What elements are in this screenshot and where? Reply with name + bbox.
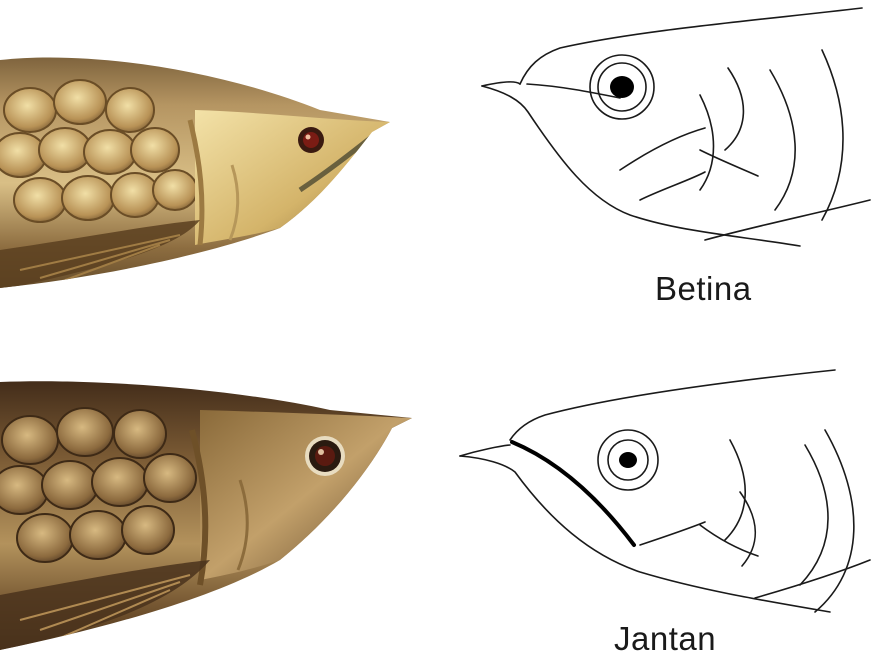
female-fish-photo [0,40,400,300]
male-sketch-eye [598,430,658,490]
male-sketch-lip-line [512,442,634,545]
male-eye [305,436,345,476]
female-sketch-eye [590,55,654,119]
male-label: Jantan [614,620,716,658]
female-sketch-jaw [482,86,800,246]
male-sketch-gill4 [815,430,854,612]
female-body [0,40,400,300]
male-sketch-gill3 [800,445,828,585]
male-sketch-jaw [460,456,830,612]
female-eye [298,127,324,153]
female-sketch-gill4 [822,50,843,220]
female-sketch-gill3 [770,70,795,210]
male-sketch-gill1 [725,440,745,540]
male-fish-photo [0,370,420,660]
female-sketch-back [520,8,862,84]
male-sketch-back [510,370,835,440]
male-fish-sketch [450,360,880,640]
female-label: Betina [655,270,752,308]
male-scales [0,408,196,562]
male-sketch-snout [460,445,510,456]
female-sketch-gill2 [700,95,714,190]
male-body [0,370,420,660]
female-sketch-snout [482,82,520,86]
female-fish-sketch [470,0,880,270]
female-sketch-gill1 [725,68,743,150]
